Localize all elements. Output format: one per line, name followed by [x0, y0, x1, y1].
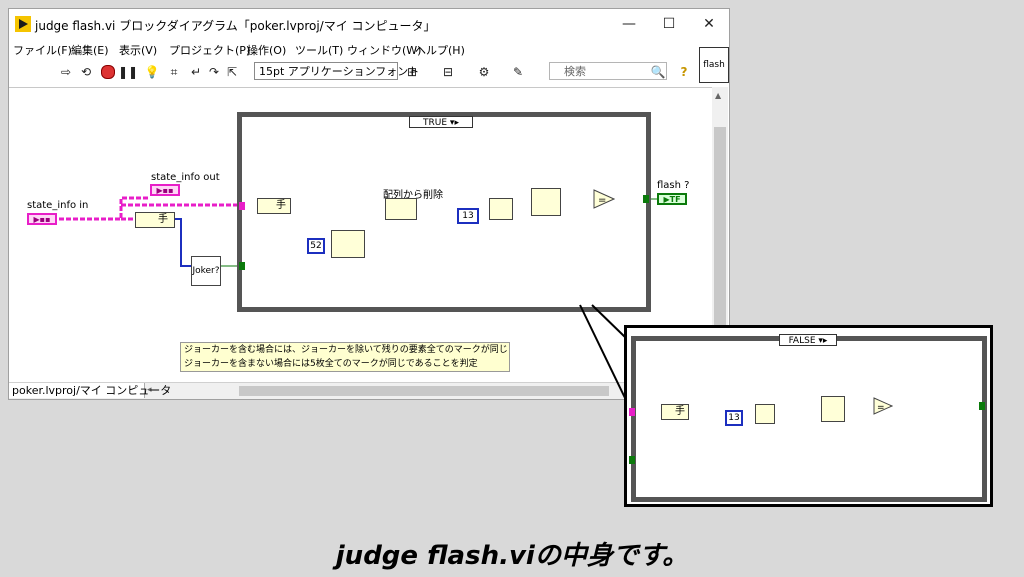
caption: judge flash.viの中身です。: [335, 541, 689, 571]
joker-subvi[interactable]: Joker?: [191, 256, 221, 286]
menu-file[interactable]: ファイル(F): [13, 44, 72, 57]
menu-help[interactable]: ヘルプ(H): [415, 44, 465, 57]
constant-13[interactable]: 13: [457, 208, 479, 224]
case-label-true: TRUE: [423, 118, 448, 128]
title-bar[interactable]: judge flash.vi ブロックダイアグラム「poker.lvproj/マ…: [9, 9, 729, 39]
maximize-button[interactable]: ☐: [662, 16, 676, 32]
scroll-up-arrow-icon[interactable]: ▲: [715, 91, 722, 100]
output-tunnel-bool: [643, 195, 649, 203]
font-select[interactable]: 15pt アプリケーションフォント: [254, 62, 419, 80]
menu-tools[interactable]: ツール(T): [295, 44, 344, 57]
indicator-flash[interactable]: ▶TF: [657, 193, 687, 205]
false-equal-node[interactable]: =: [873, 397, 893, 415]
menu-view[interactable]: 表示(V): [119, 44, 158, 57]
label-flash-output: flash ?: [657, 180, 690, 191]
close-button[interactable]: ✕: [703, 16, 715, 32]
false-unbundle-node[interactable]: 手: [661, 404, 689, 420]
step-over-icon[interactable]: ↷: [208, 65, 220, 79]
minimize-button[interactable]: —: [622, 16, 636, 32]
false-case-zoom-panel: FALSE ▾▸ 手 13 =: [624, 325, 993, 507]
distribute-objects-icon[interactable]: ⊟: [442, 65, 454, 79]
cleanup-diagram-icon[interactable]: ✎: [512, 65, 524, 79]
comment-line-2: ジョーカーを含まない場合には5枚全てのマークが同じであることを判定: [184, 359, 478, 369]
vertical-scrollbar[interactable]: ▲: [712, 87, 728, 382]
case-selector-true[interactable]: TRUE ▾▸: [409, 116, 473, 128]
labview-app-icon: [15, 16, 31, 32]
menu-operate[interactable]: 操作(O): [247, 44, 287, 57]
align-objects-icon[interactable]: ⊞: [406, 65, 418, 79]
false-input-tunnel: [629, 408, 635, 416]
toolbar: ⇨ ⟲ ❚❚ 💡 ⌗ ↵ ↷ ⇱ ⊞ ⊟ ⚙ ✎ 🔍 ?: [9, 61, 699, 85]
step-out-icon[interactable]: ⇱: [226, 65, 238, 79]
window-title: judge flash.vi ブロックダイアグラム「poker.lvproj/マ…: [35, 19, 436, 33]
diagram-comment[interactable]: ジョーカーを含む場合には、ジョーカーを除いて残りの要素全てのマークが同じ ジョー…: [180, 342, 510, 372]
equal-node[interactable]: =: [593, 189, 615, 209]
unbundle-by-name-node[interactable]: 手: [135, 212, 175, 228]
menu-edit[interactable]: 編集(E): [71, 44, 109, 57]
reorder-icon[interactable]: ⚙: [478, 65, 490, 79]
pause-icon[interactable]: ❚❚: [117, 65, 139, 79]
false-output-tunnel: [979, 402, 985, 410]
case-label-false: FALSE: [788, 336, 816, 346]
control-state-info-in[interactable]: ▶▪▪: [27, 213, 57, 225]
false-selector-terminal: [629, 456, 635, 464]
project-path: poker.lvproj/マイ コンピュータ: [9, 383, 171, 398]
menu-window[interactable]: ウィンドウ(W): [347, 44, 422, 57]
selector-terminal: [239, 262, 245, 270]
search-icon[interactable]: 🔍: [650, 65, 666, 79]
label-delete-from-array: 配列から削除: [383, 190, 443, 201]
case-structure-true[interactable]: [237, 112, 651, 312]
false-quotient-remainder-node[interactable]: [755, 404, 775, 424]
input-tunnel-cluster: [239, 202, 245, 210]
menu-bar: ファイル(F) 編集(E) 表示(V) プロジェクト(P) 操作(O) ツール(…: [9, 39, 699, 59]
help-icon[interactable]: ?: [680, 65, 688, 79]
array-subset-node[interactable]: [531, 188, 561, 216]
retain-wire-values-icon[interactable]: ⌗: [170, 64, 178, 79]
case-selector-false[interactable]: FALSE ▾▸: [779, 334, 837, 346]
abort-icon[interactable]: [99, 63, 117, 81]
unbundle-node-inner[interactable]: 手: [257, 198, 291, 214]
scroll-left-arrow-icon[interactable]: ◂: [147, 385, 152, 395]
menu-project[interactable]: プロジェクト(P): [169, 44, 251, 57]
case-structure-false[interactable]: [631, 336, 987, 502]
horizontal-scroll-thumb[interactable]: [239, 386, 609, 396]
vi-icon[interactable]: flash: [699, 47, 729, 83]
search-input[interactable]: 検索: [549, 62, 667, 80]
comment-line-1: ジョーカーを含む場合には、ジョーカーを除いて残りの要素全てのマークが同じ: [184, 345, 508, 355]
delete-from-array-node[interactable]: [385, 198, 417, 220]
svg-text:=: =: [598, 195, 606, 206]
indicator-state-info-out[interactable]: ▶▪▪: [150, 184, 180, 196]
step-into-icon[interactable]: ↵: [190, 65, 202, 79]
horizontal-scrollbar[interactable]: ◂: [9, 382, 729, 399]
label-state-info-out: state_info out: [151, 172, 220, 183]
false-constant-13[interactable]: 13: [725, 410, 743, 426]
quotient-remainder-node[interactable]: [489, 198, 513, 220]
label-state-info-in: state_info in: [27, 200, 89, 211]
constant-52[interactable]: 52: [307, 238, 325, 254]
svg-text:=: =: [877, 403, 885, 413]
highlight-execution-icon[interactable]: 💡: [144, 65, 160, 79]
run-arrow-icon[interactable]: ⇨: [60, 65, 72, 79]
false-array-subset-node[interactable]: [821, 396, 845, 422]
search-array-node[interactable]: [331, 230, 365, 258]
vertical-scroll-thumb[interactable]: [714, 127, 726, 327]
run-continuously-icon[interactable]: ⟲: [80, 65, 92, 79]
